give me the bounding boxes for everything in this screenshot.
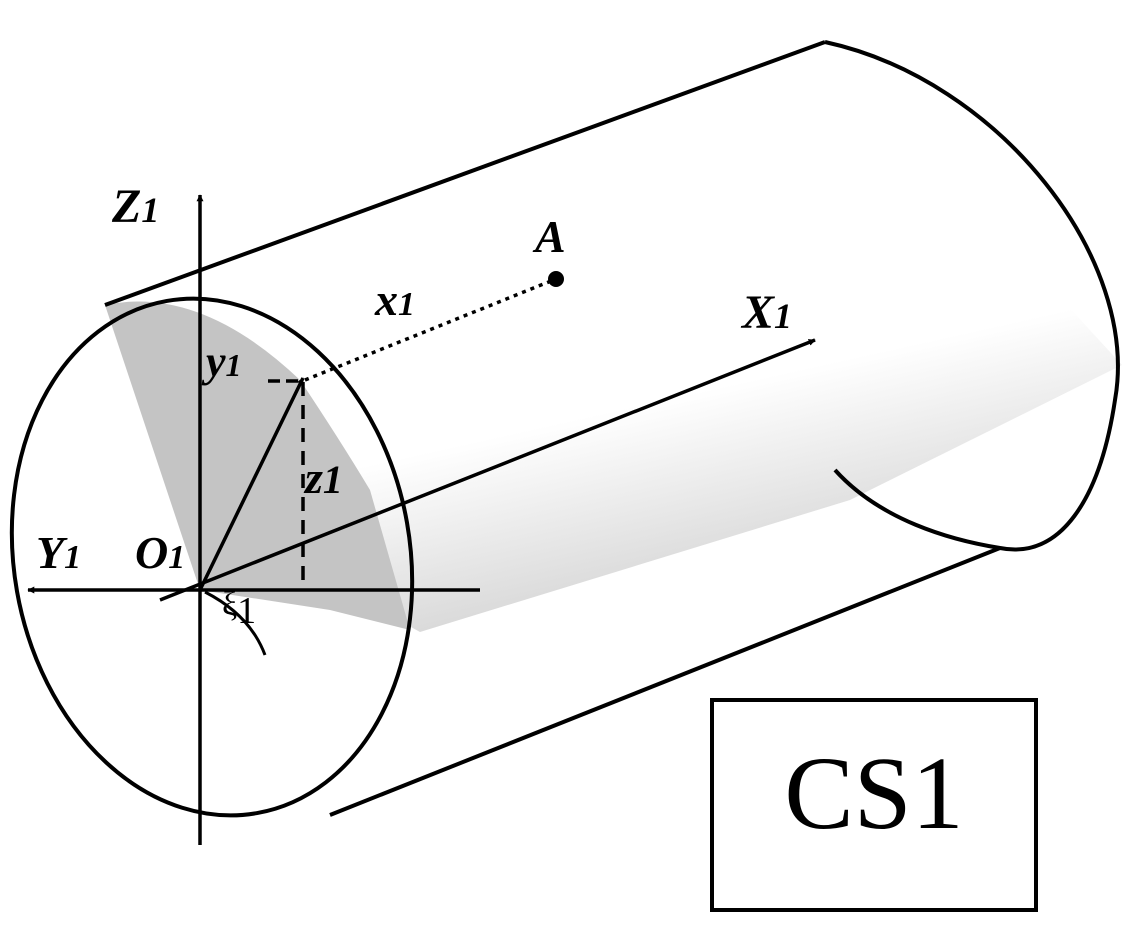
- point-a-label: A: [532, 211, 566, 262]
- x-axis-label: X1: [740, 286, 792, 339]
- angle-label: ξ1: [222, 586, 256, 632]
- cs1-box: [710, 698, 1038, 912]
- x-coord-label: x1: [374, 274, 415, 325]
- y-axis-label: Y1: [36, 527, 81, 578]
- cylinder-front-rim: [9, 296, 415, 818]
- cylinder-back-rim: [824, 40, 1120, 552]
- y-coord-label: y1: [201, 337, 242, 386]
- cross-section-plane: [105, 301, 410, 630]
- x-axis: [159, 338, 816, 602]
- cs1-label: CS1: [784, 736, 963, 851]
- point-a: [548, 271, 564, 287]
- angle-arc: [204, 590, 267, 656]
- radial-vector: [198, 377, 305, 591]
- cylinder-top-edge: [104, 40, 826, 307]
- origin-label: O1: [135, 527, 185, 578]
- cylinder-bottom-edge: [329, 546, 1001, 817]
- z-coord-label: z1: [303, 452, 343, 503]
- z-axis-label: Z1: [111, 180, 159, 233]
- x-coordinate-dotted: [304, 277, 557, 382]
